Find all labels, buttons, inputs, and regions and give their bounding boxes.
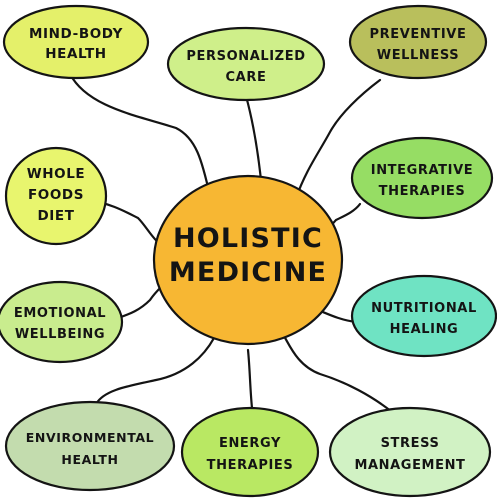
node-label-environmental-health-1: ENVIRONMENTAL — [26, 430, 154, 445]
node-bubble-emotional-wellbeing — [0, 280, 124, 364]
node-preventive-wellness: PREVENTIVE WELLNESS — [348, 4, 488, 80]
connector-mind-body-health — [68, 72, 212, 198]
node-label-stress-management-1: STRESS — [381, 436, 440, 451]
node-environmental-health: ENVIRONMENTAL HEALTH — [4, 400, 176, 492]
connector-emotional-wellbeing — [116, 284, 164, 320]
node-label-whole-foods-diet-3: DIET — [37, 208, 74, 224]
center-bubble-holistic-medicine: HOLISTIC MEDICINE — [152, 174, 344, 346]
connector-stress-management — [282, 334, 394, 414]
node-personalized-care: PERSONALIZED CARE — [166, 26, 326, 102]
node-energy-therapies: ENERGY THERAPIES — [180, 406, 320, 498]
connector-preventive-wellness — [294, 78, 382, 200]
node-label-emotional-wellbeing-2: WELLBEING — [15, 327, 105, 342]
node-label-personalized-care-2: CARE — [226, 70, 267, 85]
node-label-energy-therapies-1: ENERGY — [219, 436, 281, 451]
node-nutritional-healing: NUTRITIONAL HEALING — [350, 274, 497, 358]
node-bubble-personalized-care — [166, 26, 326, 102]
node-bubble-preventive-wellness — [348, 4, 488, 80]
connector-energy-therapies — [246, 348, 254, 410]
node-label-stress-management-2: MANAGEMENT — [354, 458, 465, 473]
node-emotional-wellbeing: EMOTIONAL WELLBEING — [0, 280, 124, 364]
node-bubble-mind-body-health — [2, 4, 150, 80]
node-bubble-integrative-therapies — [350, 136, 494, 220]
node-label-whole-foods-diet-1: WHOLE — [27, 166, 86, 182]
node-whole-foods-diet: WHOLE FOODS DIET — [4, 146, 108, 246]
node-label-personalized-care-1: PERSONALIZED — [186, 49, 305, 64]
node-label-environmental-health-2: HEALTH — [61, 452, 118, 467]
connector-environmental-health — [94, 336, 216, 406]
node-label-integrative-therapies-2: THERAPIES — [379, 184, 466, 199]
node-label-energy-therapies-2: THERAPIES — [207, 458, 294, 473]
node-mind-body-health: MIND-BODY HEALTH — [2, 4, 150, 80]
center-bubble-shape — [152, 174, 344, 346]
node-bubble-stress-management — [328, 406, 492, 498]
center-label-line1: HOLISTIC — [173, 223, 323, 254]
node-bubble-environmental-health — [4, 400, 176, 492]
node-integrative-therapies: INTEGRATIVE THERAPIES — [350, 136, 494, 220]
node-label-whole-foods-diet-2: FOODS — [28, 187, 84, 203]
node-label-emotional-wellbeing-1: EMOTIONAL — [14, 306, 106, 321]
node-bubble-energy-therapies — [180, 406, 320, 498]
node-label-mind-body-health-2: HEALTH — [45, 46, 106, 62]
node-label-preventive-wellness-2: WELLNESS — [377, 48, 460, 63]
node-bubble-whole-foods-diet — [4, 146, 108, 246]
node-label-integrative-therapies-1: INTEGRATIVE — [371, 163, 473, 178]
node-bubble-nutritional-healing — [350, 274, 497, 358]
node-label-preventive-wellness-1: PREVENTIVE — [370, 27, 467, 42]
node-label-mind-body-health-1: MIND-BODY — [29, 26, 123, 42]
node-label-nutritional-healing-1: NUTRITIONAL — [371, 301, 477, 316]
center-label-line2: MEDICINE — [169, 257, 327, 288]
node-label-nutritional-healing-2: HEALING — [390, 322, 459, 337]
node-stress-management: STRESS MANAGEMENT — [328, 406, 492, 498]
